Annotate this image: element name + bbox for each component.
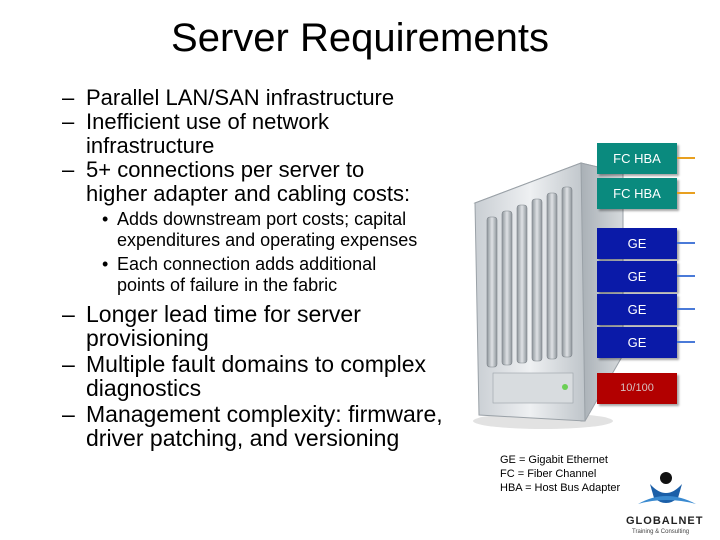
bullet-dot: • (102, 254, 109, 274)
bullet-line: diagnostics (86, 375, 202, 401)
svg-text:GLOBALNET: GLOBALNET (626, 515, 703, 527)
bullet-line: higher adapter and cabling costs: (86, 181, 411, 206)
abbreviation-legend: GE = Gigabit Ethernet FC = Fiber Channel… (500, 453, 620, 495)
bullet-line: 5+ connections per server to (86, 157, 365, 182)
port-ge: GE (597, 261, 677, 292)
drive-bays (486, 186, 573, 368)
bullet-item: – Inefficient use of network infrastruct… (62, 110, 482, 158)
bullet-dash: – (62, 301, 75, 327)
logo-swoosh (638, 496, 696, 504)
bullet-line: Each connection adds additional (117, 254, 377, 274)
ge-cable (677, 242, 695, 244)
bullet-list: – Parallel LAN/SAN infrastructure – Inef… (62, 86, 482, 451)
ge-cable (677, 275, 695, 277)
logo-wordmark: GLOBALNET Training & Consulting (626, 515, 703, 535)
port-fc-hba: FC HBA (597, 143, 677, 174)
bullet-dash: – (62, 109, 75, 134)
bullet-line: infrastructure (86, 133, 215, 158)
ge-cable (677, 341, 695, 343)
bullet-line: provisioning (86, 325, 209, 351)
port-ge: GE (597, 327, 677, 358)
bullet-line: Parallel LAN/SAN infrastructure (86, 85, 395, 110)
fc-cable (677, 192, 695, 194)
bullet-item: – Longer lead time for server provisioni… (62, 302, 482, 350)
svg-text:Training & Consulting: Training & Consulting (632, 529, 689, 535)
bullet-item: – Management complexity: firmware, drive… (62, 402, 482, 450)
bullet-dash: – (62, 157, 75, 182)
ge-cable (677, 308, 695, 310)
globalnet-logo: GLOBALNET Training & Consulting (626, 472, 703, 535)
legend-line: GE = Gigabit Ethernet (500, 454, 608, 466)
bullet-line: Longer lead time for server (86, 301, 361, 327)
front-panel (492, 372, 574, 404)
logo-head (660, 472, 672, 484)
port-10-100: 10/100 (597, 373, 677, 404)
bullet-dash: – (62, 351, 75, 377)
bullet-item: – 5+ connections per server to higher ad… (62, 158, 482, 206)
bullet-dash: – (62, 85, 75, 110)
port-ge: GE (597, 294, 677, 325)
legend-line: FC = Fiber Channel (500, 468, 597, 480)
bullet-item: – Parallel LAN/SAN infrastructure (62, 86, 482, 110)
server-illustration (473, 162, 625, 429)
bullet-line: Multiple fault domains to complex (86, 351, 427, 377)
slide-title: Server Requirements (171, 16, 549, 60)
bullet-line: expenditures and operating expenses (117, 230, 418, 250)
bullet-line: Adds downstream port costs; capital (117, 209, 407, 229)
power-led (562, 384, 568, 390)
bullet-line: points of failure in the fabric (117, 275, 338, 295)
legend-line: HBA = Host Bus Adapter (500, 482, 621, 494)
bullet-line: driver patching, and versioning (86, 425, 400, 451)
bullet-line: Inefficient use of network (86, 109, 329, 134)
sub-bullet-item: • Adds downstream port costs; capital ex… (62, 209, 482, 251)
bullet-line: Management complexity: firmware, (86, 401, 443, 427)
port-fc-hba: FC HBA (597, 178, 677, 209)
bullet-dash: – (62, 401, 75, 427)
bullet-item: – Multiple fault domains to complex diag… (62, 352, 482, 400)
bullet-dot: • (102, 209, 109, 229)
sub-bullet-item: • Each connection adds additional points… (62, 254, 482, 296)
port-ge: GE (597, 228, 677, 259)
fc-cable (677, 157, 695, 159)
